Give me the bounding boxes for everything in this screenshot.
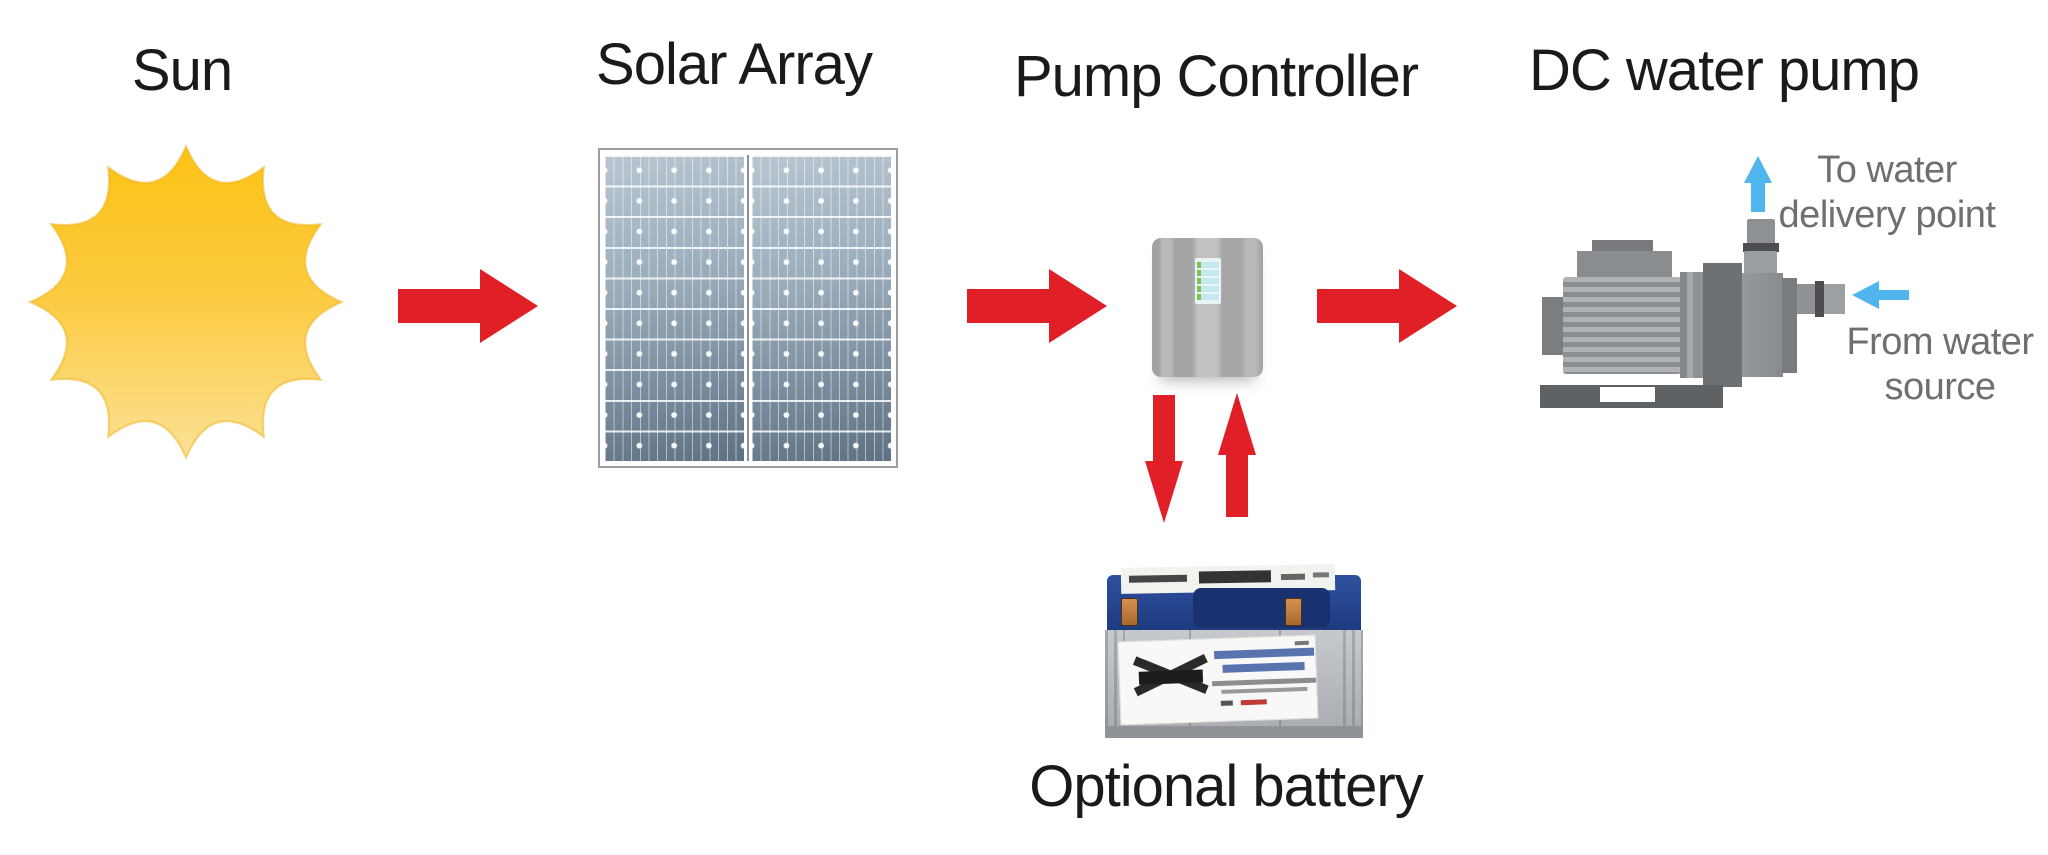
pump-motor-body [1563,277,1681,374]
water-in-arrow-icon [1852,281,1909,309]
to-water-line1: To water [1817,149,1957,191]
pump-controller-title: Pump Controller [1013,44,1419,109]
battery-front-label [1117,634,1319,726]
solar-array-title: Solar Array [596,32,873,97]
water-pump-icon [1538,215,1850,410]
controller-display-bar [1197,262,1219,268]
pump-motor-top-block [1592,240,1653,253]
dc-water-pump-title: DC water pump [1529,38,1920,103]
to-water-line2: delivery point [1778,193,1996,236]
from-water-annotation: From water source [1828,320,2048,410]
pump-outlet-ring [1743,243,1779,252]
pump-motor-cap [1577,251,1672,279]
battery-handle [1193,588,1330,628]
arrow-battery-to-controller-icon [1218,393,1256,517]
arrow-controller-to-battery-icon [1145,395,1183,523]
controller-display-bar [1197,294,1219,300]
arrow-controller-to-pump-icon [1317,269,1457,343]
pump-base-notch [1600,387,1655,402]
battery-terminal-left [1121,598,1138,626]
controller-display-bar [1197,286,1219,292]
arrow-sun-to-array-icon [398,269,538,343]
pump-outlet-fitting [1747,219,1775,244]
optional-battery-caption: Optional battery [1029,754,1423,819]
controller-display-bar [1197,278,1219,284]
solar-panel-left [605,155,744,461]
pump-head-flange [1782,278,1797,373]
to-water-annotation: To water delivery point [1777,148,1997,238]
controller-display [1195,258,1221,304]
from-water-line1: From water [1846,321,2034,363]
pump-inlet-end [1824,284,1845,314]
pump-motor-end-cap [1542,297,1564,355]
pump-inlet-ring [1815,281,1824,317]
controller-display-bar [1197,270,1219,276]
sun-icon [27,143,345,461]
pump-controller-icon [1152,238,1263,377]
battery-bottom-strip [1105,726,1363,738]
battery-rib-right [1343,630,1363,732]
pump-junction-block [1703,263,1742,387]
sun-title: Sun [131,38,233,103]
solar-panel-right [752,155,891,461]
from-water-line2: source [1884,365,1996,408]
pump-inlet-segment [1797,284,1816,314]
battery-icon [1103,564,1368,744]
pump-motor-front [1680,272,1704,378]
battery-terminal-right [1285,598,1302,626]
solar-panel-divider [747,155,749,461]
solar-array-icon [598,148,898,468]
arrow-array-to-controller-icon [967,269,1107,343]
water-out-arrow-icon [1744,156,1772,212]
pump-head [1742,273,1783,377]
